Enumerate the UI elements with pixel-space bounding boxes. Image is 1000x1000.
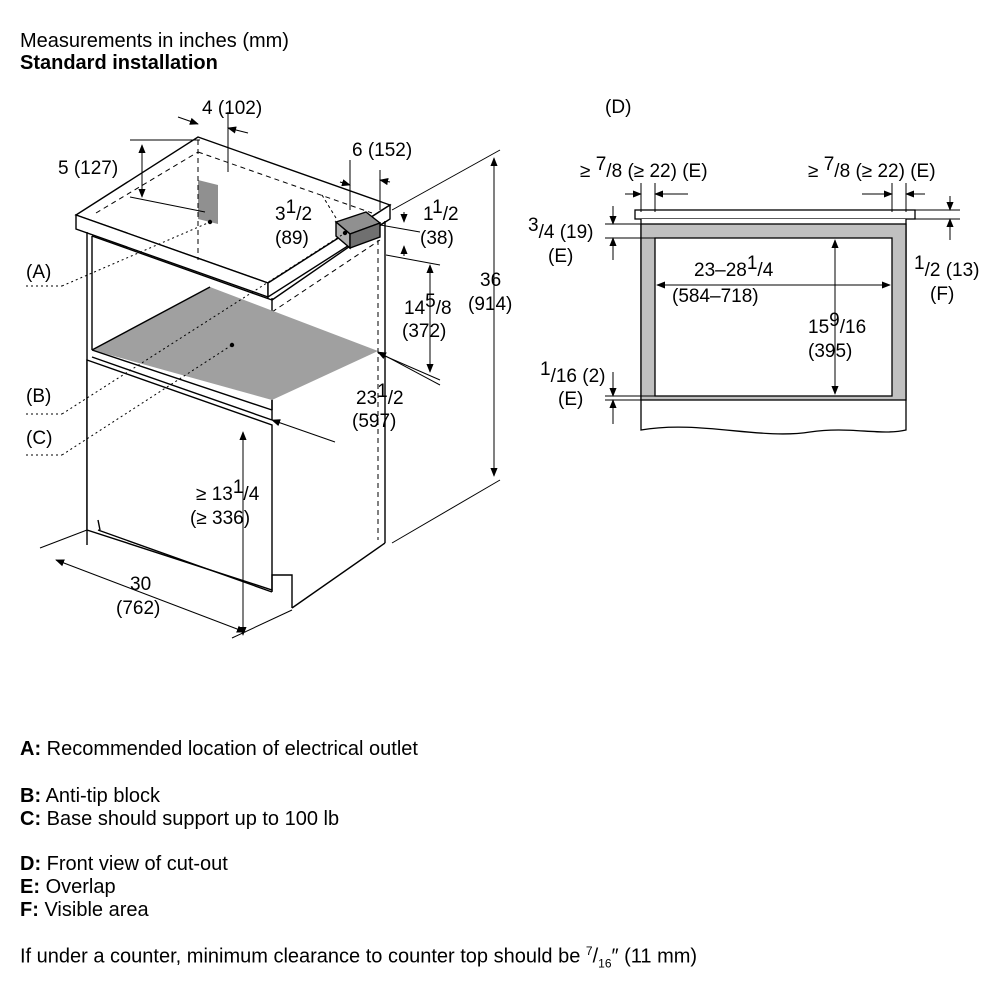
legend-e: E: Overlap [20, 876, 116, 898]
dim-antitip-height: 11/2 [423, 197, 459, 225]
header-title: Standard installation [20, 52, 218, 74]
dim-width: 30 [130, 574, 151, 595]
dim-total-height: 36 [480, 270, 501, 291]
electrical-outlet-marker [198, 180, 218, 224]
dim-right-overlap: ≥ 7/8 (≥ 22) (E) [808, 154, 936, 182]
countertop-top-face [74, 136, 392, 284]
label-a: (A) [26, 262, 51, 283]
clearance-note: If under a counter, minimum clearance to… [20, 944, 698, 971]
lower-door [86, 359, 273, 591]
label-e-bottom: (E) [558, 389, 583, 410]
dim-trim-height: 1/2 (13) [914, 253, 980, 281]
label-b: (B) [26, 386, 51, 407]
dim-antitip-height-mm: (38) [420, 228, 454, 249]
dim-outlet-depth: 5 (127) [58, 158, 118, 179]
dim-base-height: ≥ 131/4 [196, 477, 260, 505]
dim-total-height-mm: (914) [468, 294, 512, 315]
dim-outlet-width: 4 (102) [202, 98, 262, 119]
dim-bottom-overlap: 1/16 (2) [540, 359, 606, 387]
legend-b: B: Anti-tip block [20, 785, 161, 807]
dim-cutout-width-mm: (584–718) [672, 286, 759, 307]
dim-opening-height-mm: (372) [402, 321, 446, 342]
dim-cutout-height: 159/16 [808, 310, 866, 338]
header-units: Measurements in inches (mm) [20, 30, 289, 52]
legend-c: C: Base should support up to 100 lb [20, 808, 340, 830]
dim-left-overlap: ≥ 7/8 (≥ 22) (E) [580, 154, 708, 182]
dim-cutout-height-mm: (395) [808, 341, 852, 362]
dim-base-height-mm: (≥ 336) [190, 508, 250, 529]
dim-width-mm: (762) [116, 598, 160, 619]
cabinet-drawing [74, 136, 392, 609]
dim-top-overlap: 3/4 (19) [528, 215, 594, 243]
legend-f: F: Visible area [20, 899, 149, 921]
dim-depth-mm: (597) [352, 411, 396, 432]
cutout-drawing [634, 209, 916, 435]
dim-antitip-length: 31/2 [275, 197, 312, 225]
dim-antitip-offset: 6 (152) [352, 140, 412, 161]
dim-antitip-length-mm: (89) [275, 228, 309, 249]
label-f: (F) [930, 284, 954, 305]
label-d: (D) [605, 97, 631, 118]
dim-cutout-width: 23–281/4 [694, 253, 774, 281]
installation-diagram: 4 (102) 5 (127) 6 (152) 31/2 (89) 11/2 (… [26, 97, 980, 639]
dim-opening-height: 145/8 [404, 291, 452, 319]
legend-a: A: Recommended location of electrical ou… [20, 738, 418, 760]
label-e-top: (E) [548, 246, 573, 267]
dim-depth: 231/2 [356, 381, 404, 409]
base-shelf [92, 287, 378, 400]
legend-d: D: Front view of cut-out [20, 853, 228, 875]
label-c: (C) [26, 428, 52, 449]
